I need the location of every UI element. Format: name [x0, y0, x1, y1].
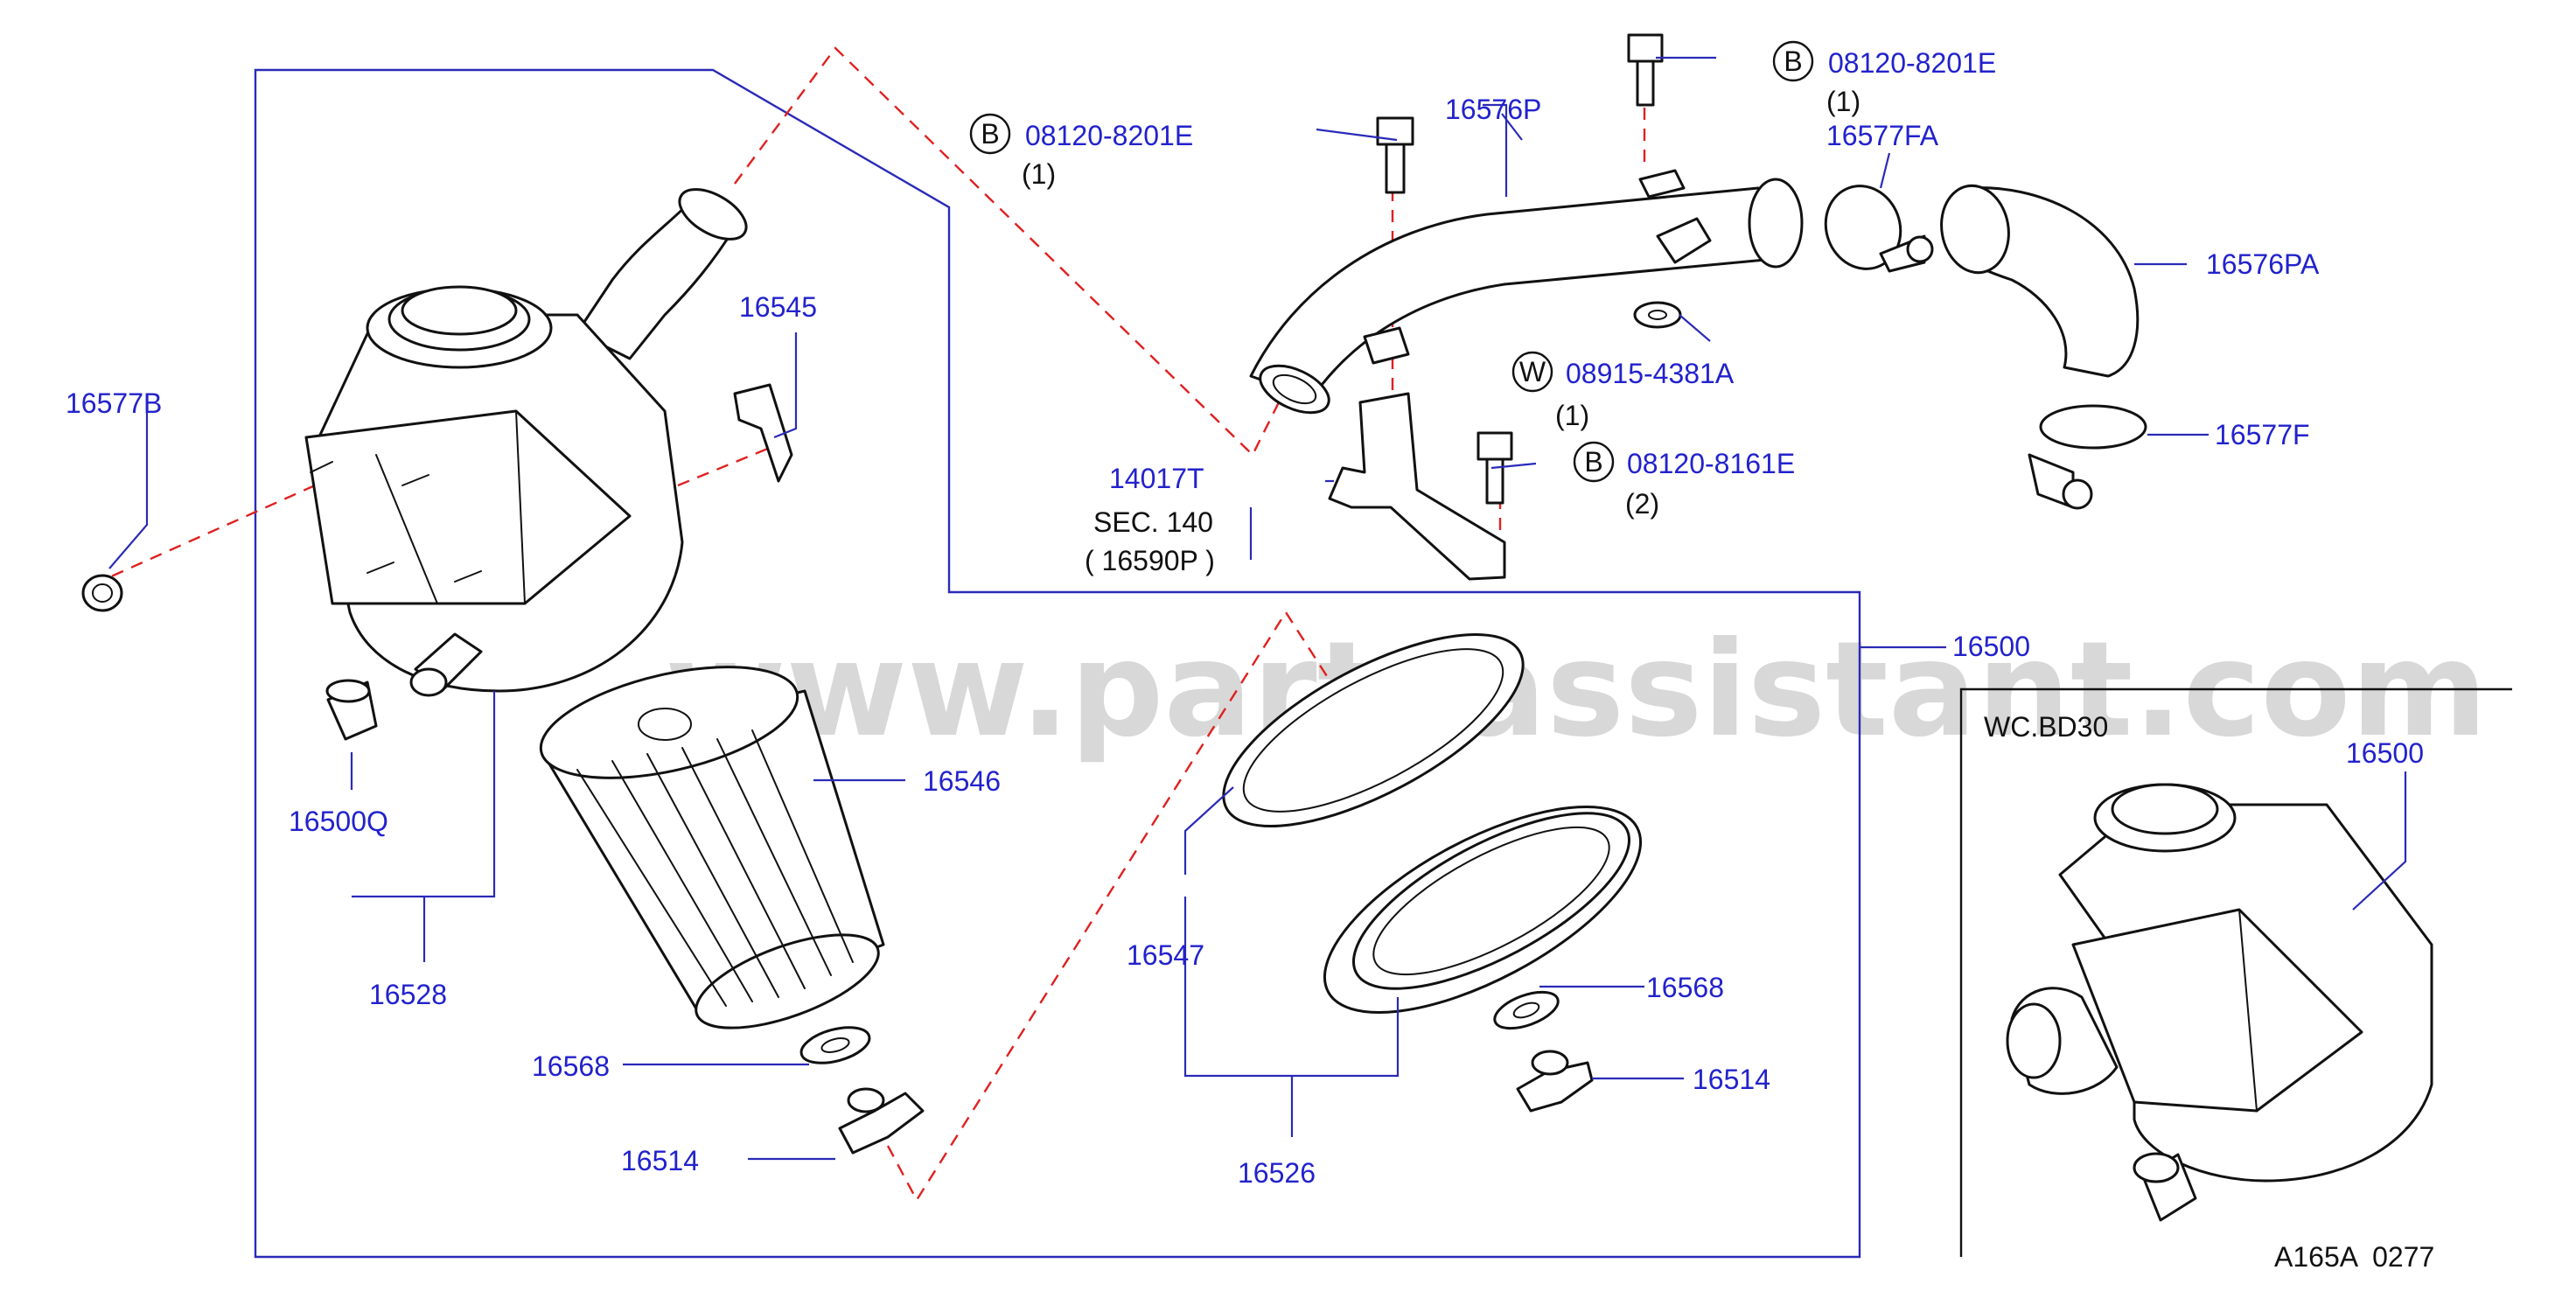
section-ref-line1: SEC. 140 — [1093, 506, 1213, 538]
label-16577b: 16577B — [66, 387, 162, 419]
label-16528: 16528 — [369, 979, 447, 1010]
label-16576p: 16576P — [1445, 94, 1541, 125]
label-16514-right: 16514 — [1693, 1064, 1770, 1095]
inset-title: WC.BD30 — [1984, 711, 2108, 743]
label-16526: 16526 — [1238, 1157, 1316, 1189]
badge-letter: B — [1584, 446, 1602, 478]
label-16546: 16546 — [923, 765, 1001, 797]
fastener-qty: (1) — [1022, 158, 1056, 190]
fastener-qty: (1) — [1826, 86, 1860, 117]
fastener-callout-1: B 08120-8201E (1) — [969, 113, 1193, 190]
badge-letter: B — [1784, 45, 1802, 77]
wing-nut-16514-right — [1516, 1050, 1594, 1113]
wing-nut-16514-left — [838, 1087, 925, 1155]
label-16576pa: 16576PA — [2206, 248, 2320, 280]
clamp-16577fa — [1824, 185, 1934, 273]
air-cleaner-body — [304, 188, 748, 697]
label-16545: 16545 — [739, 291, 817, 323]
label-16577f: 16577F — [2215, 419, 2310, 450]
badge-icon — [1772, 40, 1814, 82]
badge-letter: W — [1519, 356, 1546, 387]
label-14017t: 14017T — [1109, 463, 1204, 494]
fastener-callout-4: B 08120-8161E (2) — [1573, 441, 1795, 520]
leader-lines — [108, 56, 2407, 1161]
clamp-16577f — [2028, 404, 2147, 510]
fastener-callout-2: B 08120-8201E (1) — [1772, 40, 1996, 117]
label-16500q: 16500Q — [289, 806, 388, 837]
badge-icon — [1573, 441, 1615, 483]
section-ref-line2: ( 16590P ) — [1085, 545, 1215, 576]
washer-16568-right — [1493, 990, 1560, 1030]
footer-code: A165A 0277 — [2274, 1241, 2434, 1273]
fastener-number: 08120-8161E — [1627, 448, 1795, 479]
fastener-callout-3: W 08915-4381A (1) — [1511, 351, 1735, 431]
assembly-frame — [254, 68, 1861, 1259]
label-16547: 16547 — [1127, 939, 1204, 971]
bracket-16545 — [733, 383, 793, 483]
label-16577fa: 16577FA — [1826, 120, 1939, 151]
washer-16568-left — [799, 1026, 871, 1064]
nut-16577b — [81, 574, 123, 612]
gasket-16547 — [1222, 632, 1525, 828]
filter-element-16546 — [539, 666, 885, 1029]
label-16568-right: 16568 — [1646, 972, 1724, 1003]
part-labels: 16577B 16545 16546 16500Q 16528 16568 16… — [66, 94, 2434, 1273]
inset-air-cleaner — [2006, 783, 2433, 1222]
fastener-number: 08915-4381A — [1566, 358, 1735, 389]
badge-icon — [1511, 351, 1553, 393]
badge-letter: B — [981, 118, 999, 150]
label-16500-inset: 16500 — [2346, 737, 2424, 769]
cover-16526 — [1323, 806, 1643, 1014]
bracket-14017t — [1328, 392, 1506, 581]
fastener-qty: (2) — [1625, 488, 1659, 520]
badge-icon — [969, 113, 1011, 155]
label-16500: 16500 — [1952, 631, 2030, 662]
fastener-number: 08120-8201E — [1828, 47, 1996, 79]
hose-16576pa — [1940, 184, 2140, 378]
fastener-number: 08120-8201E — [1025, 120, 1193, 151]
duct-16576p — [1249, 169, 1804, 415]
inset-frame — [1959, 687, 2512, 1257]
washer-08915 — [1633, 301, 1682, 329]
dust-valve-16500q — [325, 679, 378, 741]
fastener-qty: (1) — [1555, 400, 1589, 431]
label-16568-left: 16568 — [532, 1050, 610, 1082]
label-16514-left: 16514 — [621, 1145, 699, 1176]
